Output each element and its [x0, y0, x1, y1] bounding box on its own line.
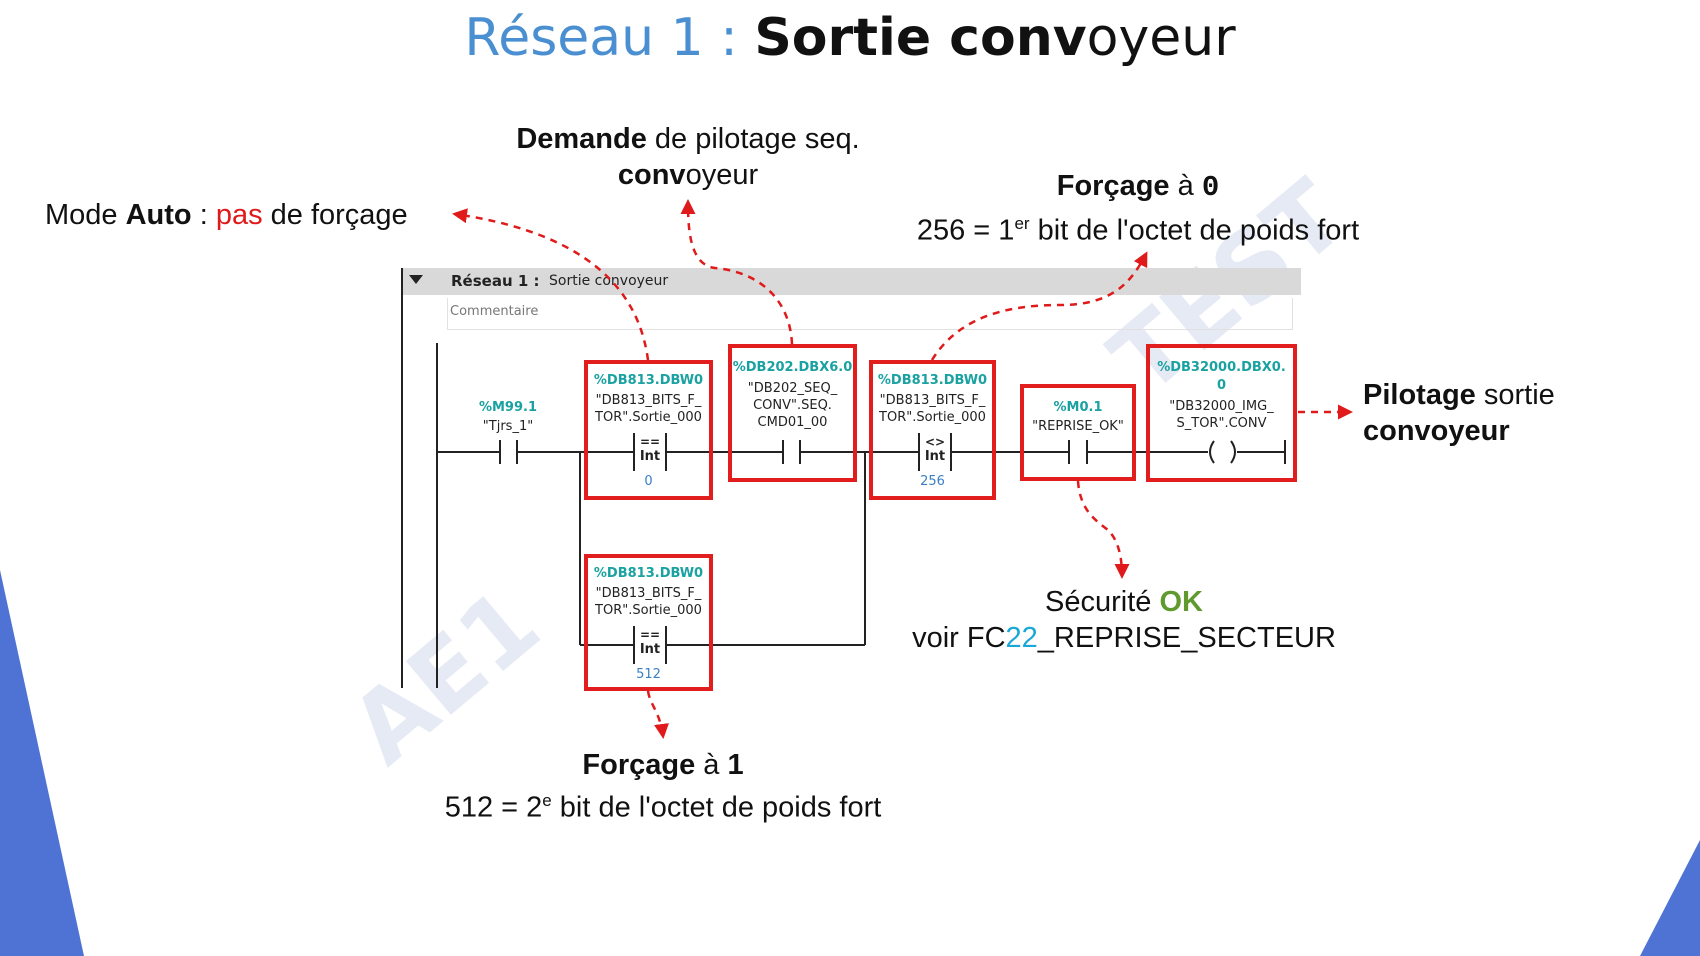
cmp1-tag: %DB813.DBW0 — [593, 373, 704, 388]
cmp2-value: 256 — [920, 474, 945, 489]
annotation-forcage-1: Forçage à 1 512 = 2e bit de l'octet de p… — [444, 749, 882, 824]
annotation-mode-auto: Mode Auto : pas de forçage — [45, 199, 408, 231]
coil-tag-2: 0 — [1216, 378, 1227, 393]
editor-border — [401, 268, 403, 688]
highlight-db202-contact — [728, 344, 857, 482]
m01-symbol: "REPRISE_OK" — [1032, 419, 1124, 434]
annotation-securite: Sécurité OK voir FC22_REPRISE_SECTEUR — [912, 586, 1336, 654]
cmp3-value: 512 — [636, 667, 661, 682]
m99-tag: %M99.1 — [478, 400, 538, 415]
cmp3-tag: %DB813.DBW0 — [593, 566, 704, 581]
network-header[interactable]: Réseau 1 : Sortie convoyeur — [401, 268, 1301, 295]
compare-eq-512[interactable]: == Int — [639, 628, 661, 657]
cmp1-value: 0 — [644, 474, 653, 489]
cmp2-tag: %DB813.DBW0 — [877, 373, 988, 388]
highlight-compare-ne-256 — [869, 360, 996, 500]
m01-tag: %M0.1 — [1053, 400, 1103, 415]
page-title: Réseau 1 : Sortie convoyeur — [464, 8, 1236, 68]
compare-ne-256[interactable]: <> Int — [924, 435, 946, 464]
collapse-triangle-icon[interactable] — [409, 275, 423, 284]
comment-field[interactable]: Commentaire — [447, 298, 1293, 330]
coil-tag-1: %DB32000.DBX0. — [1157, 360, 1286, 375]
m99-symbol: "Tjrs_1" — [482, 419, 534, 434]
highlight-m01-contact — [1020, 384, 1136, 481]
network-label: Réseau 1 : — [451, 272, 540, 290]
compare-eq-0[interactable]: == Int — [639, 435, 661, 464]
annotation-pilotage: Pilotage sortie convoyeur — [1363, 379, 1555, 447]
annotation-forcage-0: Forçage à 0 256 = 1er bit de l'octet de … — [916, 170, 1360, 247]
highlight-compare-eq-0 — [584, 360, 713, 500]
highlight-output-coil — [1146, 344, 1297, 482]
annotation-demande: Demande de pilotage seq. convoyeur — [516, 123, 860, 191]
db202-tag: %DB202.DBX6.0 — [732, 360, 853, 375]
network-title: Sortie convoyeur — [549, 273, 669, 289]
highlight-compare-eq-512 — [584, 554, 713, 691]
